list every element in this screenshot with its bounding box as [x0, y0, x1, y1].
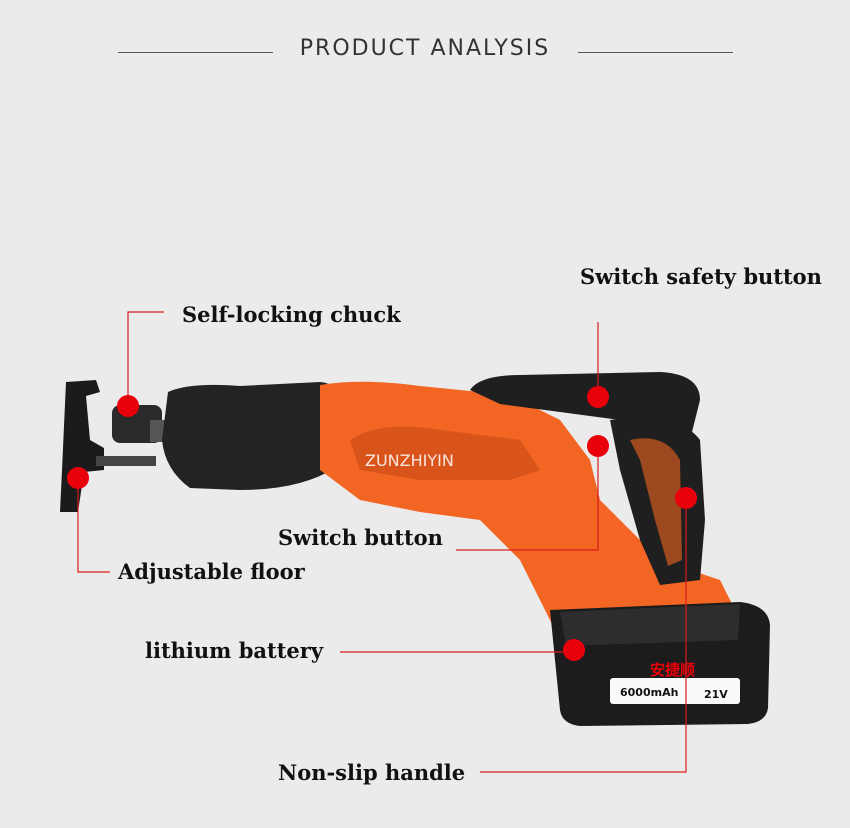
battery-voltage: 21V [704, 688, 728, 701]
callout-dot-handle [675, 487, 697, 509]
battery-capacity: 6000mAh [620, 686, 678, 699]
callout-lines [77, 311, 687, 773]
brand-text: ZUNZHIYIN [365, 451, 454, 470]
callout-dot-chuck [117, 395, 139, 417]
header-line-right [578, 52, 733, 53]
label-switch-safety-button: Switch safety button [580, 264, 822, 289]
callout-dot-safety [587, 386, 609, 408]
label-lithium-battery: lithium battery [145, 638, 324, 663]
header-line-left [118, 52, 273, 53]
battery-brand: 安捷顺 [650, 661, 695, 679]
label-self-locking-chuck: Self-locking chuck [182, 302, 401, 327]
label-adjustable-floor: Adjustable floor [118, 559, 305, 584]
battery-pack: 安捷顺 6000mAh 21V [550, 602, 770, 726]
label-non-slip-handle: Non-slip handle [278, 760, 466, 785]
callout-dot-switch [587, 435, 609, 457]
label-switch-button: Switch button [278, 525, 443, 550]
front-grip [162, 382, 345, 490]
page-title: PRODUCT ANALYSIS [299, 36, 551, 61]
adjustable-shoe [60, 380, 156, 512]
callout-dot-battery [563, 639, 585, 661]
callout-dot-floor [67, 467, 89, 489]
